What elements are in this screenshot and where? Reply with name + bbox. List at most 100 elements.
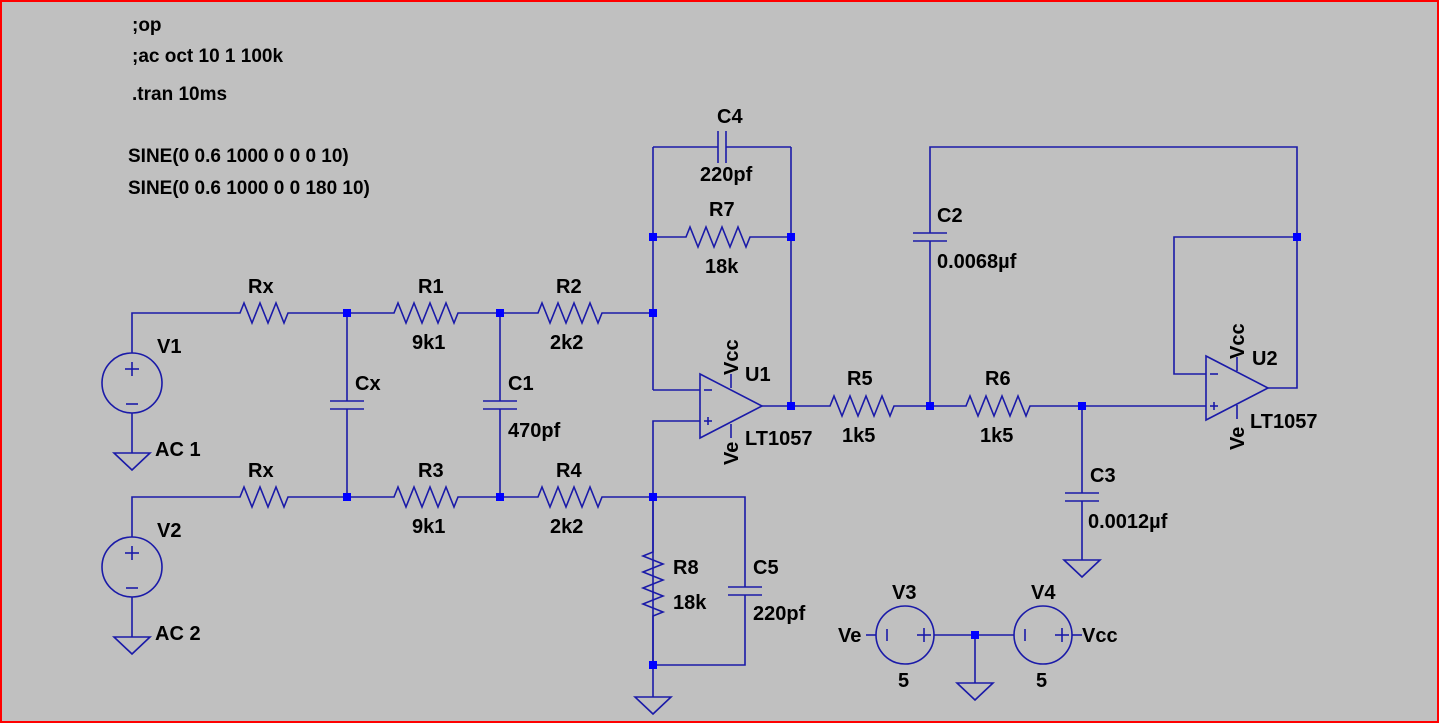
wire-u1-noninverting xyxy=(652,420,700,665)
capacitor-c3[interactable] xyxy=(1065,406,1099,560)
value-r5: 1k5 xyxy=(842,425,875,447)
voltage-source-v4[interactable] xyxy=(1013,605,1073,665)
label-c3: C3 xyxy=(1090,465,1116,487)
directive-ac[interactable]: ;ac oct 10 1 100k xyxy=(132,46,283,67)
capacitor-c1[interactable] xyxy=(483,313,517,497)
junction-dot xyxy=(649,493,657,501)
capacitor-c4[interactable] xyxy=(653,131,791,163)
label-r5: R5 xyxy=(847,368,873,390)
voltage-source-v2[interactable] xyxy=(101,536,163,598)
capacitor-cx[interactable] xyxy=(330,313,364,497)
net-label-vcc[interactable]: Vcc xyxy=(1082,625,1118,647)
model-u1: LT1057 xyxy=(745,428,812,450)
resistor-r2[interactable] xyxy=(500,300,653,326)
junction-dots xyxy=(343,233,1301,669)
u1-ve-pin: Ve xyxy=(721,442,743,465)
ground-icon xyxy=(632,696,674,716)
junction-dot xyxy=(926,402,934,410)
value-r4: 2k2 xyxy=(550,516,583,538)
label-v3: V3 xyxy=(892,582,916,604)
net-label-ve[interactable]: Ve xyxy=(838,625,861,647)
label-r4: R4 xyxy=(556,460,582,482)
value-v1: AC 1 xyxy=(155,439,201,461)
opamp-u2[interactable] xyxy=(1205,354,1270,422)
label-r6: R6 xyxy=(985,368,1011,390)
label-c4: C4 xyxy=(717,106,743,128)
value-r2: 2k2 xyxy=(550,332,583,354)
value-r7: 18k xyxy=(705,256,739,278)
u2-ve-pin: Ve xyxy=(1227,427,1249,450)
junction-dot xyxy=(787,233,795,241)
value-r6: 1k5 xyxy=(980,425,1013,447)
label-u2: U2 xyxy=(1252,348,1278,370)
value-c4: 220pf xyxy=(700,164,753,186)
directive-tran[interactable]: .tran 10ms xyxy=(132,84,227,105)
value-v3: 5 xyxy=(898,670,909,692)
label-r7: R7 xyxy=(709,199,735,221)
value-c2: 0.0068µf xyxy=(937,251,1017,273)
wire-c5-top xyxy=(653,496,746,587)
u2-vcc-pin: Vcc xyxy=(1227,323,1249,359)
ground-icon xyxy=(1061,559,1103,579)
value-r3: 9k1 xyxy=(412,516,445,538)
label-cx: Cx xyxy=(355,373,381,395)
value-c3: 0.0012µf xyxy=(1088,511,1168,533)
label-r8: R8 xyxy=(673,557,699,579)
value-r1: 9k1 xyxy=(412,332,445,354)
junction-dot xyxy=(496,309,504,317)
model-u2: LT1057 xyxy=(1250,411,1317,433)
value-c1: 470pf xyxy=(508,420,561,442)
label-v4: V4 xyxy=(1031,582,1056,604)
ground-icon xyxy=(111,452,153,472)
label-c5: C5 xyxy=(753,557,779,579)
value-v2: AC 2 xyxy=(155,623,201,645)
label-c2: C2 xyxy=(937,205,963,227)
junction-dot xyxy=(1293,233,1301,241)
junction-dot xyxy=(649,309,657,317)
wire-v1-top xyxy=(131,312,230,353)
resistor-r1[interactable] xyxy=(347,300,500,326)
resistor-r3[interactable] xyxy=(347,484,500,510)
u1-vcc-pin: Vcc xyxy=(721,339,743,375)
resistor-r6[interactable] xyxy=(930,393,1082,419)
label-c1: C1 xyxy=(508,373,534,395)
resistor-r8[interactable] xyxy=(640,497,666,665)
junction-dot xyxy=(971,631,979,639)
directive-op[interactable]: ;op xyxy=(132,15,162,36)
junction-dot xyxy=(649,233,657,241)
value-v4: 5 xyxy=(1036,670,1047,692)
voltage-source-v1[interactable] xyxy=(101,352,163,414)
junction-dot xyxy=(649,661,657,669)
resistor-r7[interactable] xyxy=(653,224,791,250)
junction-dot xyxy=(787,402,795,410)
ground-icon xyxy=(111,636,153,656)
resistor-rx-top[interactable] xyxy=(230,300,347,326)
junction-dot xyxy=(1078,402,1086,410)
voltage-source-v3[interactable] xyxy=(875,605,935,665)
ground-icon xyxy=(954,682,996,702)
wire-v2-top xyxy=(131,496,230,537)
label-r2: R2 xyxy=(556,276,582,298)
sine-spec-2[interactable]: SINE(0 0.6 1000 0 0 180 10) xyxy=(128,178,370,199)
resistor-r4[interactable] xyxy=(500,484,653,510)
resistor-r5[interactable] xyxy=(791,393,930,419)
label-v1: V1 xyxy=(157,336,181,358)
value-r8: 18k xyxy=(673,592,707,614)
label-u1: U1 xyxy=(745,364,771,386)
wire-u2-feedback xyxy=(1173,236,1297,375)
capacitor-c5[interactable] xyxy=(653,586,762,666)
opamp-u1[interactable] xyxy=(699,372,764,440)
label-v2: V2 xyxy=(157,520,181,542)
label-r3: R3 xyxy=(418,460,444,482)
value-c5: 220pf xyxy=(753,603,806,625)
resistor-rx-bottom[interactable] xyxy=(230,484,347,510)
junction-dot xyxy=(496,493,504,501)
label-rx-bottom: Rx xyxy=(248,460,274,482)
label-r1: R1 xyxy=(418,276,444,298)
sine-spec-1[interactable]: SINE(0 0.6 1000 0 0 0 10) xyxy=(128,146,349,167)
junction-dot xyxy=(343,309,351,317)
label-rx-top: Rx xyxy=(248,276,274,298)
capacitor-c2[interactable] xyxy=(913,146,1298,406)
